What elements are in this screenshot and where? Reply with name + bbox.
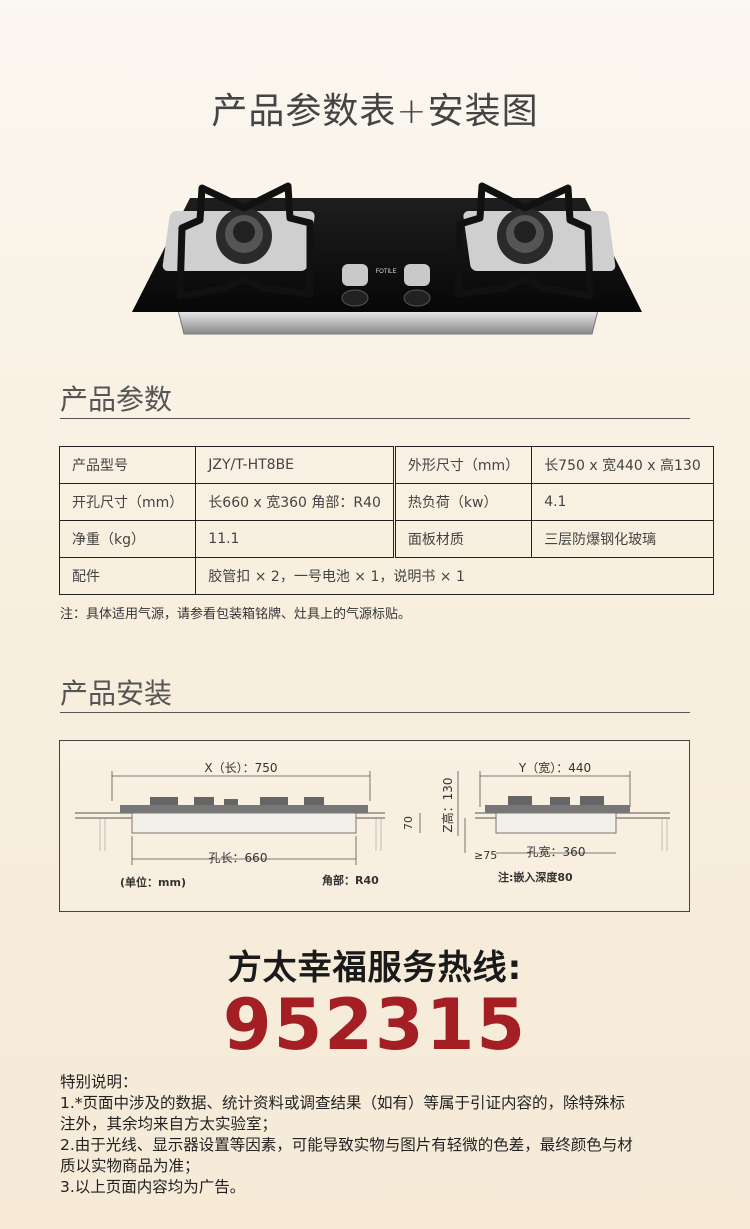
x-length-label: X（长）：750 xyxy=(204,761,277,775)
disclaimer: 特别说明： 1.*页面中涉及的数据、统计资料或调查结果（如有）等属于引证内容的，… xyxy=(60,1072,700,1198)
spec-value: 胶管扣 × 2，一号电池 × 1，说明书 × 1 xyxy=(195,557,714,595)
disclaimer-heading: 特别说明： xyxy=(60,1073,138,1091)
disclaimer-line: 3.以上页面内容均为广告。 xyxy=(60,1178,246,1196)
table-row: 产品型号 JZY/T-HT8BE 外形尺寸（mm） 长750 x 宽440 x … xyxy=(58,446,714,484)
embed-depth-label: 注:嵌入深度80 xyxy=(498,870,573,884)
spec-key: 外形尺寸（mm） xyxy=(392,446,533,484)
spec-value: JZY/T-HT8BE xyxy=(195,446,395,484)
y-width-label: Y（宽）：440 xyxy=(518,760,591,775)
stove-product-image: FOTILE xyxy=(132,182,642,335)
hole-width-label: 孔宽：360 xyxy=(527,844,586,859)
spec-key: 配件 xyxy=(58,557,197,595)
disclaimer-line: 质以实物商品为准； xyxy=(60,1157,200,1175)
disclaimer-line: 注外，其余均来自方太实验室； xyxy=(60,1115,278,1133)
divider xyxy=(60,712,690,713)
spec-key: 热负荷（kw） xyxy=(392,483,533,521)
disclaimer-line: 1.*页面中涉及的数据、统计资料或调查结果（如有）等属于引证内容的，除特殊标 xyxy=(60,1094,626,1112)
service-hotline-label: 方太幸福服务热线: xyxy=(227,948,523,988)
params-section-title: 产品参数 xyxy=(60,383,173,416)
min-clearance-label: ≥75 xyxy=(474,849,497,862)
service-hotline-number: 952315 xyxy=(222,984,528,1066)
page-title: 产品参数表+安装图 xyxy=(211,91,539,132)
spec-key: 产品型号 xyxy=(58,446,197,484)
divider xyxy=(60,418,690,419)
spec-value: 11.1 xyxy=(195,520,395,558)
height-label: Z高：130 xyxy=(440,777,455,832)
spec-key: 净重（kg） xyxy=(58,520,197,558)
install-diagram-drawing: X（长）：750 孔长：660 (单位：mm) 角部：R40 Z高：130 70 xyxy=(75,760,670,889)
brand-badge: FOTILE xyxy=(375,269,396,275)
spec-key: 面板材质 xyxy=(392,520,533,558)
disclaimer-line: 2.由于光线、显示器设置等因素，可能导致实物与图片有轻微的色差，最终颜色与材 xyxy=(60,1136,633,1154)
gas-source-note: 注：具体适用气源，请参看包装箱铭牌、灶具上的气源标贴。 xyxy=(60,607,412,622)
spec-value: 三层防爆钢化玻璃 xyxy=(531,520,714,558)
spec-table: 产品型号 JZY/T-HT8BE 外形尺寸（mm） 长750 x 宽440 x … xyxy=(58,446,714,595)
install-section-title: 产品安装 xyxy=(60,677,173,710)
corner-radius-label: 角部：R40 xyxy=(322,873,379,887)
spec-value: 长750 x 宽440 x 高130 xyxy=(531,446,714,484)
unit-label: (单位：mm) xyxy=(120,875,186,889)
spec-value: 4.1 xyxy=(531,483,714,521)
table-row: 配件 胶管扣 × 2，一号电池 × 1，说明书 × 1 xyxy=(58,557,714,595)
install-diagram: X（长）：750 孔长：660 (单位：mm) 角部：R40 Z高：130 70 xyxy=(59,740,690,912)
spec-value: 长660 x 宽360 角部：R40 xyxy=(195,483,395,521)
depth-70-label: 70 xyxy=(402,816,415,830)
hole-length-label: 孔长：660 xyxy=(209,851,268,865)
table-row: 开孔尺寸（mm） 长660 x 宽360 角部：R40 热负荷（kw） 4.1 xyxy=(58,483,714,521)
spec-key: 开孔尺寸（mm） xyxy=(58,483,197,521)
table-row: 净重（kg） 11.1 面板材质 三层防爆钢化玻璃 xyxy=(58,520,714,558)
